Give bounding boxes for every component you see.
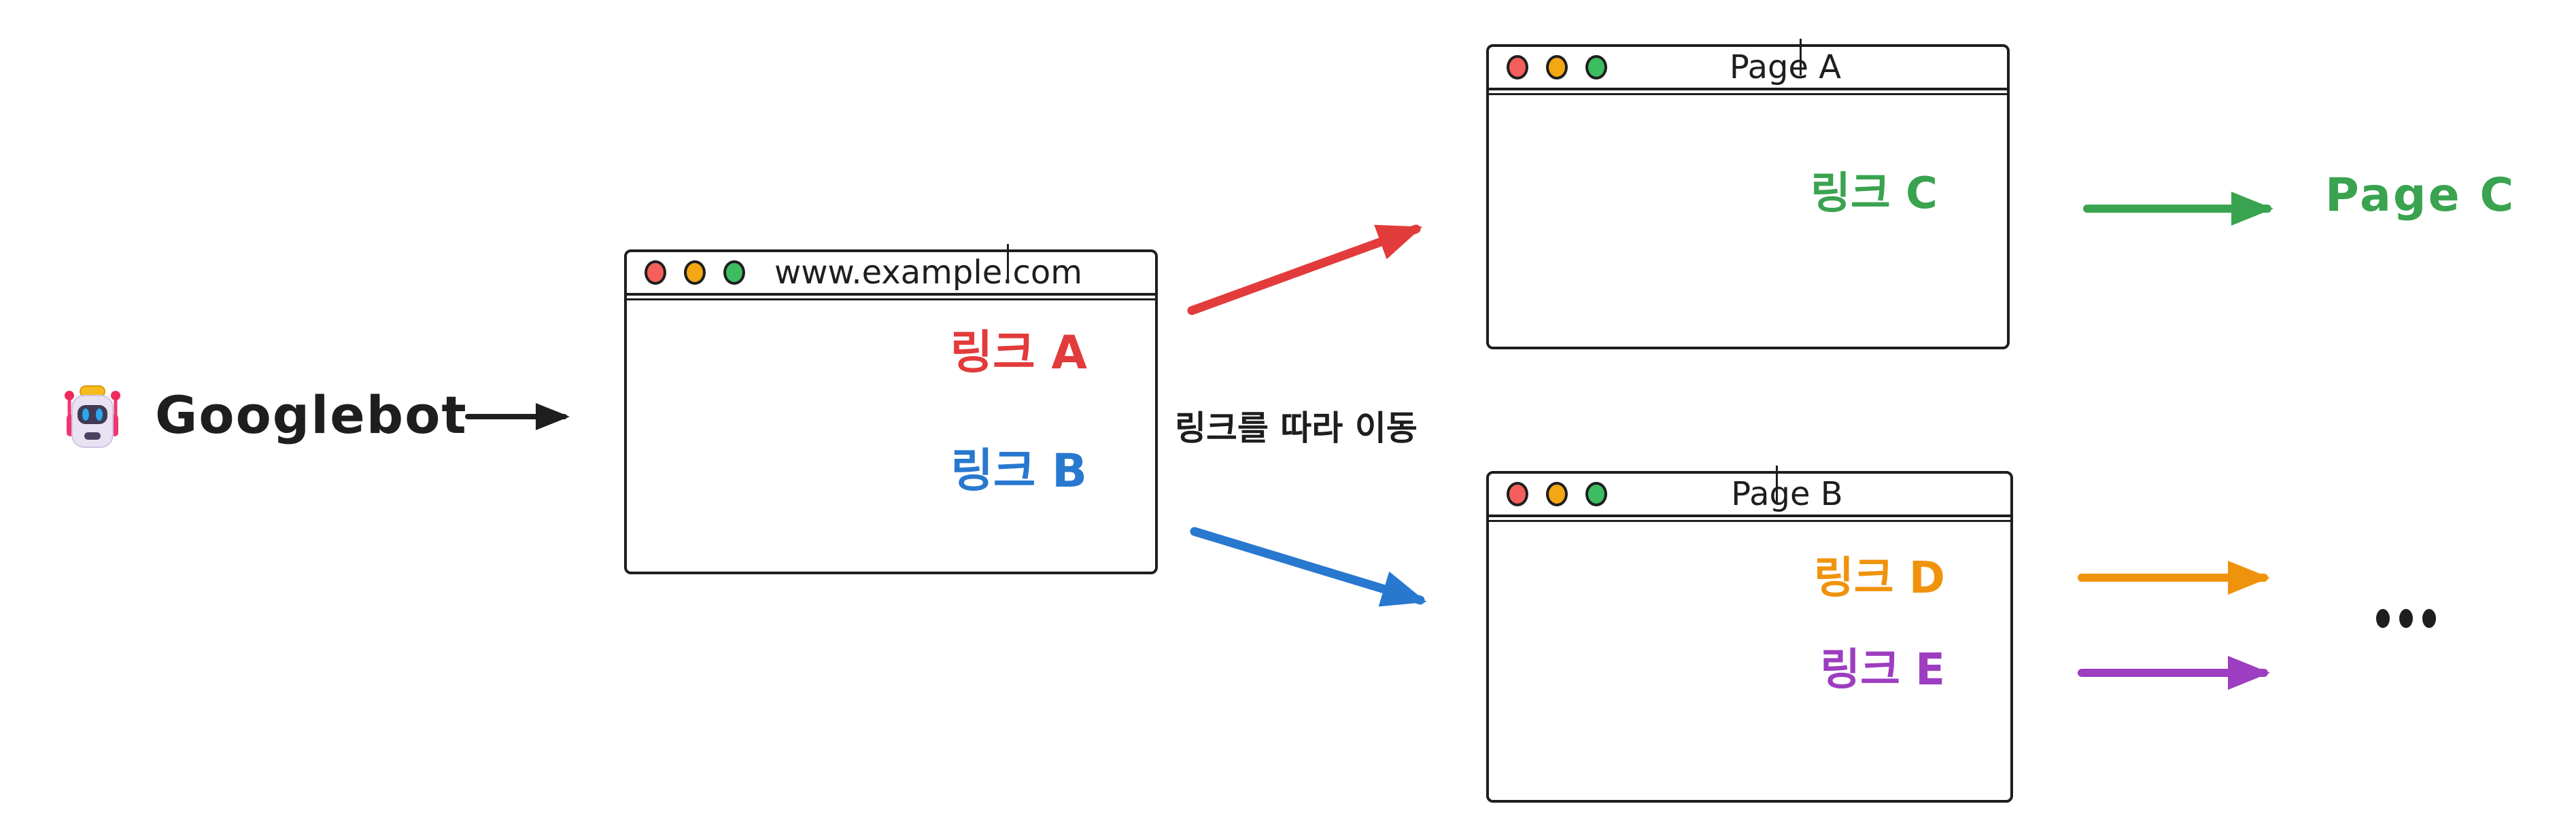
example-window-titlebar: www.example.com	[624, 244, 1158, 300]
ellipsis-dot	[2376, 609, 2390, 628]
page-a-window-title: Page A	[1729, 48, 1842, 86]
sketch-stroke	[1800, 39, 1802, 75]
page-c-label: Page C	[2325, 169, 2516, 222]
follow-links-label: 링크를 따라 이동	[1175, 408, 1418, 448]
traffic-light-dots	[645, 260, 745, 285]
browser-window-example: www.example.com 링크 A 링크 B	[624, 244, 1158, 574]
link-d-arrow	[2078, 561, 2270, 595]
page-b-window-titlebar: Page B	[1486, 466, 2013, 522]
ellipsis-dot	[2399, 609, 2413, 628]
robot-icon	[65, 385, 120, 448]
link-e-text: 링크 E	[1820, 644, 1945, 695]
page-b-window-links: 링크 D 링크 E	[1814, 553, 1945, 697]
browser-window-page-a: Page A 링크 C	[1486, 39, 2010, 349]
traffic-light-green-icon	[1585, 482, 1607, 506]
link-a-text: 링크 A	[950, 326, 1087, 380]
traffic-light-red-icon	[1507, 482, 1528, 506]
page-b-window-title: Page B	[1731, 475, 1843, 513]
sketch-stroke	[1775, 466, 1778, 502]
link-c-text: 링크 C	[1810, 169, 1938, 219]
ellipsis-dot	[2422, 609, 2436, 628]
browser-window-page-b: Page B 링크 D 링크 E	[1486, 466, 2013, 803]
link-a-to-page-a-arrow	[1187, 224, 1423, 315]
googlebot-crawler: Googlebot	[60, 375, 466, 451]
example-window-links: 링크 A 링크 B	[950, 326, 1087, 499]
page-a-window-titlebar: Page A	[1486, 39, 2010, 95]
link-c-to-page-c-arrow	[2083, 192, 2273, 226]
traffic-light-red-icon	[645, 260, 666, 285]
googlebot-label: Googlebot	[155, 385, 468, 445]
traffic-light-dots	[1507, 55, 1607, 80]
sketch-stroke	[1007, 244, 1010, 281]
traffic-light-yellow-icon	[1546, 55, 1568, 80]
googlebot-to-example-arrow	[465, 403, 570, 430]
traffic-light-green-icon	[1585, 55, 1607, 80]
traffic-light-yellow-icon	[1546, 482, 1568, 506]
link-d-text: 링크 D	[1813, 553, 1945, 604]
more-pages-ellipsis	[2376, 609, 2436, 628]
traffic-light-dots	[1507, 482, 1607, 506]
link-e-arrow	[2078, 656, 2270, 690]
link-b-to-page-b-arrow	[1190, 527, 1427, 607]
traffic-light-green-icon	[723, 260, 745, 285]
page-a-window-links: 링크 C	[1810, 168, 1938, 220]
traffic-light-yellow-icon	[684, 260, 706, 285]
traffic-light-red-icon	[1507, 55, 1528, 80]
example-window-title: www.example.com	[774, 254, 1082, 292]
link-b-text: 링크 B	[950, 444, 1087, 498]
